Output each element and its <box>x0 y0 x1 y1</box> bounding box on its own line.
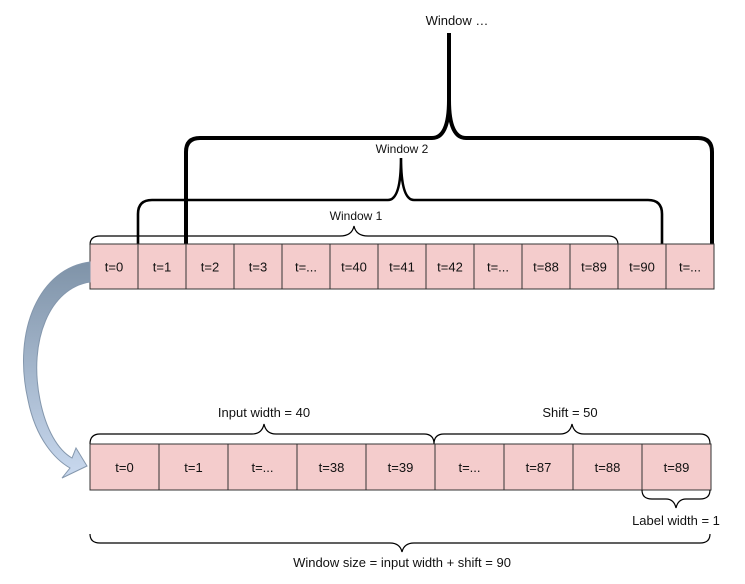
input-width-brace <box>89 423 435 445</box>
timestep-label: t=1 <box>153 260 171 275</box>
timestep-cell: t=39 <box>365 443 436 491</box>
timestep-label: t=89 <box>664 460 690 475</box>
timestep-label: t=3 <box>249 260 267 275</box>
timestep-cell: t=87 <box>503 443 574 491</box>
timestep-label: t=... <box>487 260 509 275</box>
timestep-cell-box <box>329 243 379 290</box>
input-width-label: Input width = 40 <box>218 405 310 420</box>
timestep-cell-box <box>569 243 619 290</box>
timestep-cell-box <box>137 243 187 290</box>
timestep-label: t=90 <box>629 260 655 275</box>
timestep-cell: t=3 <box>233 243 283 290</box>
timestep-cell: t=38 <box>296 443 367 491</box>
timestep-cell: t=89 <box>641 443 712 491</box>
bottom-timestep-row: t=0 t=1 t=... t=38 t=39 t=... t=87 t=88 t=89 <box>89 443 712 491</box>
timestep-label: t=88 <box>533 260 559 275</box>
window-size-brace <box>89 533 711 553</box>
timestep-cell: t=... <box>281 243 331 290</box>
timestep-cell-box <box>377 243 427 290</box>
timestep-cell: t=... <box>473 243 523 290</box>
window-2-label: Window 2 <box>376 142 429 156</box>
timestep-label: t=... <box>679 260 701 275</box>
timestep-cell-box <box>158 443 229 491</box>
label-width-label: Label width = 1 <box>632 513 720 528</box>
timestep-cell-box <box>365 443 436 491</box>
timestep-label: t=0 <box>115 460 133 475</box>
timestep-cell: t=88 <box>521 243 571 290</box>
timestep-cell-box <box>665 243 715 290</box>
timestep-cell: t=42 <box>425 243 475 290</box>
top-timestep-row: t=0 t=1 t=2 t=3 t=... t=40 t=41 t=42 t=... t=88 t=… <box>89 243 715 290</box>
timestep-cell: t=... <box>665 243 715 290</box>
shift-label: Shift = 50 <box>542 405 597 420</box>
timestep-cell: t=40 <box>329 243 379 290</box>
timestep-cell-box <box>89 443 160 491</box>
timestep-cell-box <box>281 243 331 290</box>
timestep-cell: t=2 <box>185 243 235 290</box>
timestep-label: t=1 <box>184 460 202 475</box>
timestep-label: t=89 <box>581 260 607 275</box>
timestep-label: t=2 <box>201 260 219 275</box>
timestep-cell: t=1 <box>137 243 187 290</box>
timestep-cell: t=89 <box>569 243 619 290</box>
timestep-cell: t=... <box>434 443 505 491</box>
timestep-cell-box <box>617 243 667 290</box>
timestep-cell-box <box>641 443 712 491</box>
timestep-cell: t=88 <box>572 443 643 491</box>
timestep-cell-box <box>425 243 475 290</box>
timestep-label: t=40 <box>341 260 367 275</box>
transition-arrow-icon <box>23 261 91 479</box>
timestep-label: t=0 <box>105 260 123 275</box>
window-2-brace <box>136 157 664 244</box>
timestep-cell-box <box>521 243 571 290</box>
timestep-cell: t=1 <box>158 443 229 491</box>
timestep-label: t=87 <box>526 460 552 475</box>
timestep-cell-box <box>434 443 505 491</box>
timestep-cell: t=... <box>227 443 298 491</box>
timestep-cell: t=41 <box>377 243 427 290</box>
window-1-brace <box>89 225 619 246</box>
window-more-label: Window … <box>426 13 489 28</box>
timestep-label: t=... <box>458 460 480 475</box>
timestep-label: t=38 <box>319 460 345 475</box>
label-width-brace <box>641 489 711 509</box>
timestep-label: t=... <box>251 460 273 475</box>
timestep-cell-box <box>473 243 523 290</box>
timestep-label: t=88 <box>595 460 621 475</box>
window-1-label: Window 1 <box>330 209 383 223</box>
shift-brace <box>433 423 711 445</box>
timestep-label: t=... <box>295 260 317 275</box>
timestep-label: t=41 <box>389 260 415 275</box>
timestep-cell: t=90 <box>617 243 667 290</box>
timestep-cell: t=0 <box>89 243 139 290</box>
window-more-brace <box>184 33 714 244</box>
timestep-label: t=39 <box>388 460 414 475</box>
timestep-label: t=42 <box>437 260 463 275</box>
window-size-label: Window size = input width + shift = 90 <box>293 555 511 570</box>
timestep-cell: t=0 <box>89 443 160 491</box>
